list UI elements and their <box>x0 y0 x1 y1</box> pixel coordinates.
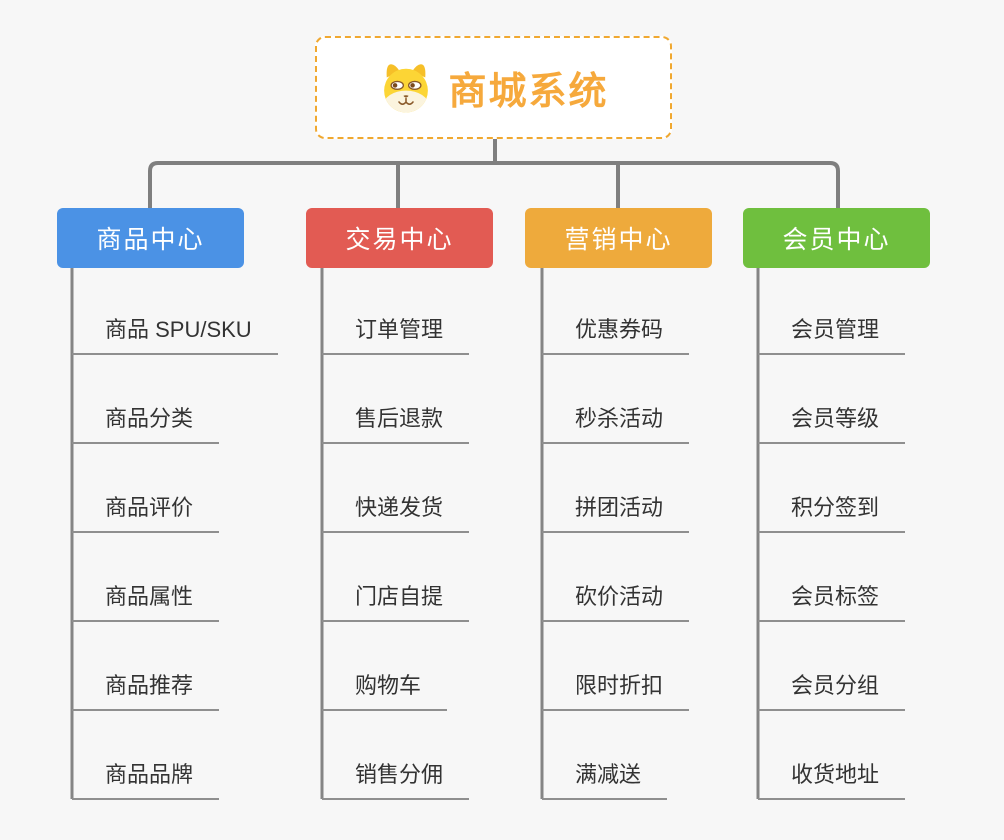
leaf-node[interactable]: 秒杀活动 <box>542 355 690 444</box>
branch-label: 商品中心 <box>96 226 205 254</box>
branch-label: 营销中心 <box>564 226 673 254</box>
leaf-node[interactable]: 优惠券码 <box>542 266 690 355</box>
branch-items-marketing-center: 优惠券码 秒杀活动 拼团活动 砍价活动 限时折扣 满减送 <box>542 266 690 800</box>
branch-label: 交易中心 <box>345 226 454 254</box>
branch-node-trade-center[interactable]: 交易中心 <box>306 208 493 268</box>
branch-items-trade-center: 订单管理 售后退款 快递发货 门店自提 购物车 销售分佣 <box>322 266 470 800</box>
leaf-node[interactable]: 快递发货 <box>322 444 470 533</box>
leaf-node[interactable]: 积分签到 <box>758 444 906 533</box>
branch-items-product-center: 商品 SPU/SKU 商品分类 商品评价 商品属性 商品推荐 商品品牌 <box>72 266 278 800</box>
leaf-node[interactable]: 会员管理 <box>758 266 906 355</box>
leaf-node[interactable]: 商品评价 <box>72 444 220 533</box>
leaf-node[interactable]: 会员标签 <box>758 533 906 622</box>
leaf-node[interactable]: 门店自提 <box>322 533 470 622</box>
leaf-node[interactable]: 拼团活动 <box>542 444 690 533</box>
leaf-node[interactable]: 订单管理 <box>322 266 470 355</box>
leaf-node[interactable]: 商品属性 <box>72 533 220 622</box>
branch-label: 会员中心 <box>782 226 891 254</box>
leaf-node[interactable]: 会员等级 <box>758 355 906 444</box>
leaf-node[interactable]: 销售分佣 <box>322 711 470 800</box>
leaf-node[interactable]: 商品品牌 <box>72 711 220 800</box>
branch-node-member-center[interactable]: 会员中心 <box>743 208 930 268</box>
leaf-node[interactable]: 商品 SPU/SKU <box>72 266 278 355</box>
leaf-node[interactable]: 满减送 <box>542 711 668 800</box>
leaf-node[interactable]: 售后退款 <box>322 355 470 444</box>
dog-face-icon <box>384 63 429 112</box>
leaf-node[interactable]: 砍价活动 <box>542 533 690 622</box>
leaf-node[interactable]: 商品分类 <box>72 355 220 444</box>
branch-node-marketing-center[interactable]: 营销中心 <box>525 208 712 268</box>
leaf-node[interactable]: 限时折扣 <box>542 622 690 711</box>
leaf-node[interactable]: 会员分组 <box>758 622 906 711</box>
branch-node-product-center[interactable]: 商品中心 <box>57 208 244 268</box>
branch-items-member-center: 会员管理 会员等级 积分签到 会员标签 会员分组 收货地址 <box>758 266 906 800</box>
leaf-node[interactable]: 购物车 <box>322 622 448 711</box>
root-node[interactable]: 商城系统 <box>315 36 672 139</box>
leaf-node[interactable]: 商品推荐 <box>72 622 220 711</box>
leaf-node[interactable]: 收货地址 <box>758 711 906 800</box>
root-title: 商城系统 <box>448 71 609 113</box>
